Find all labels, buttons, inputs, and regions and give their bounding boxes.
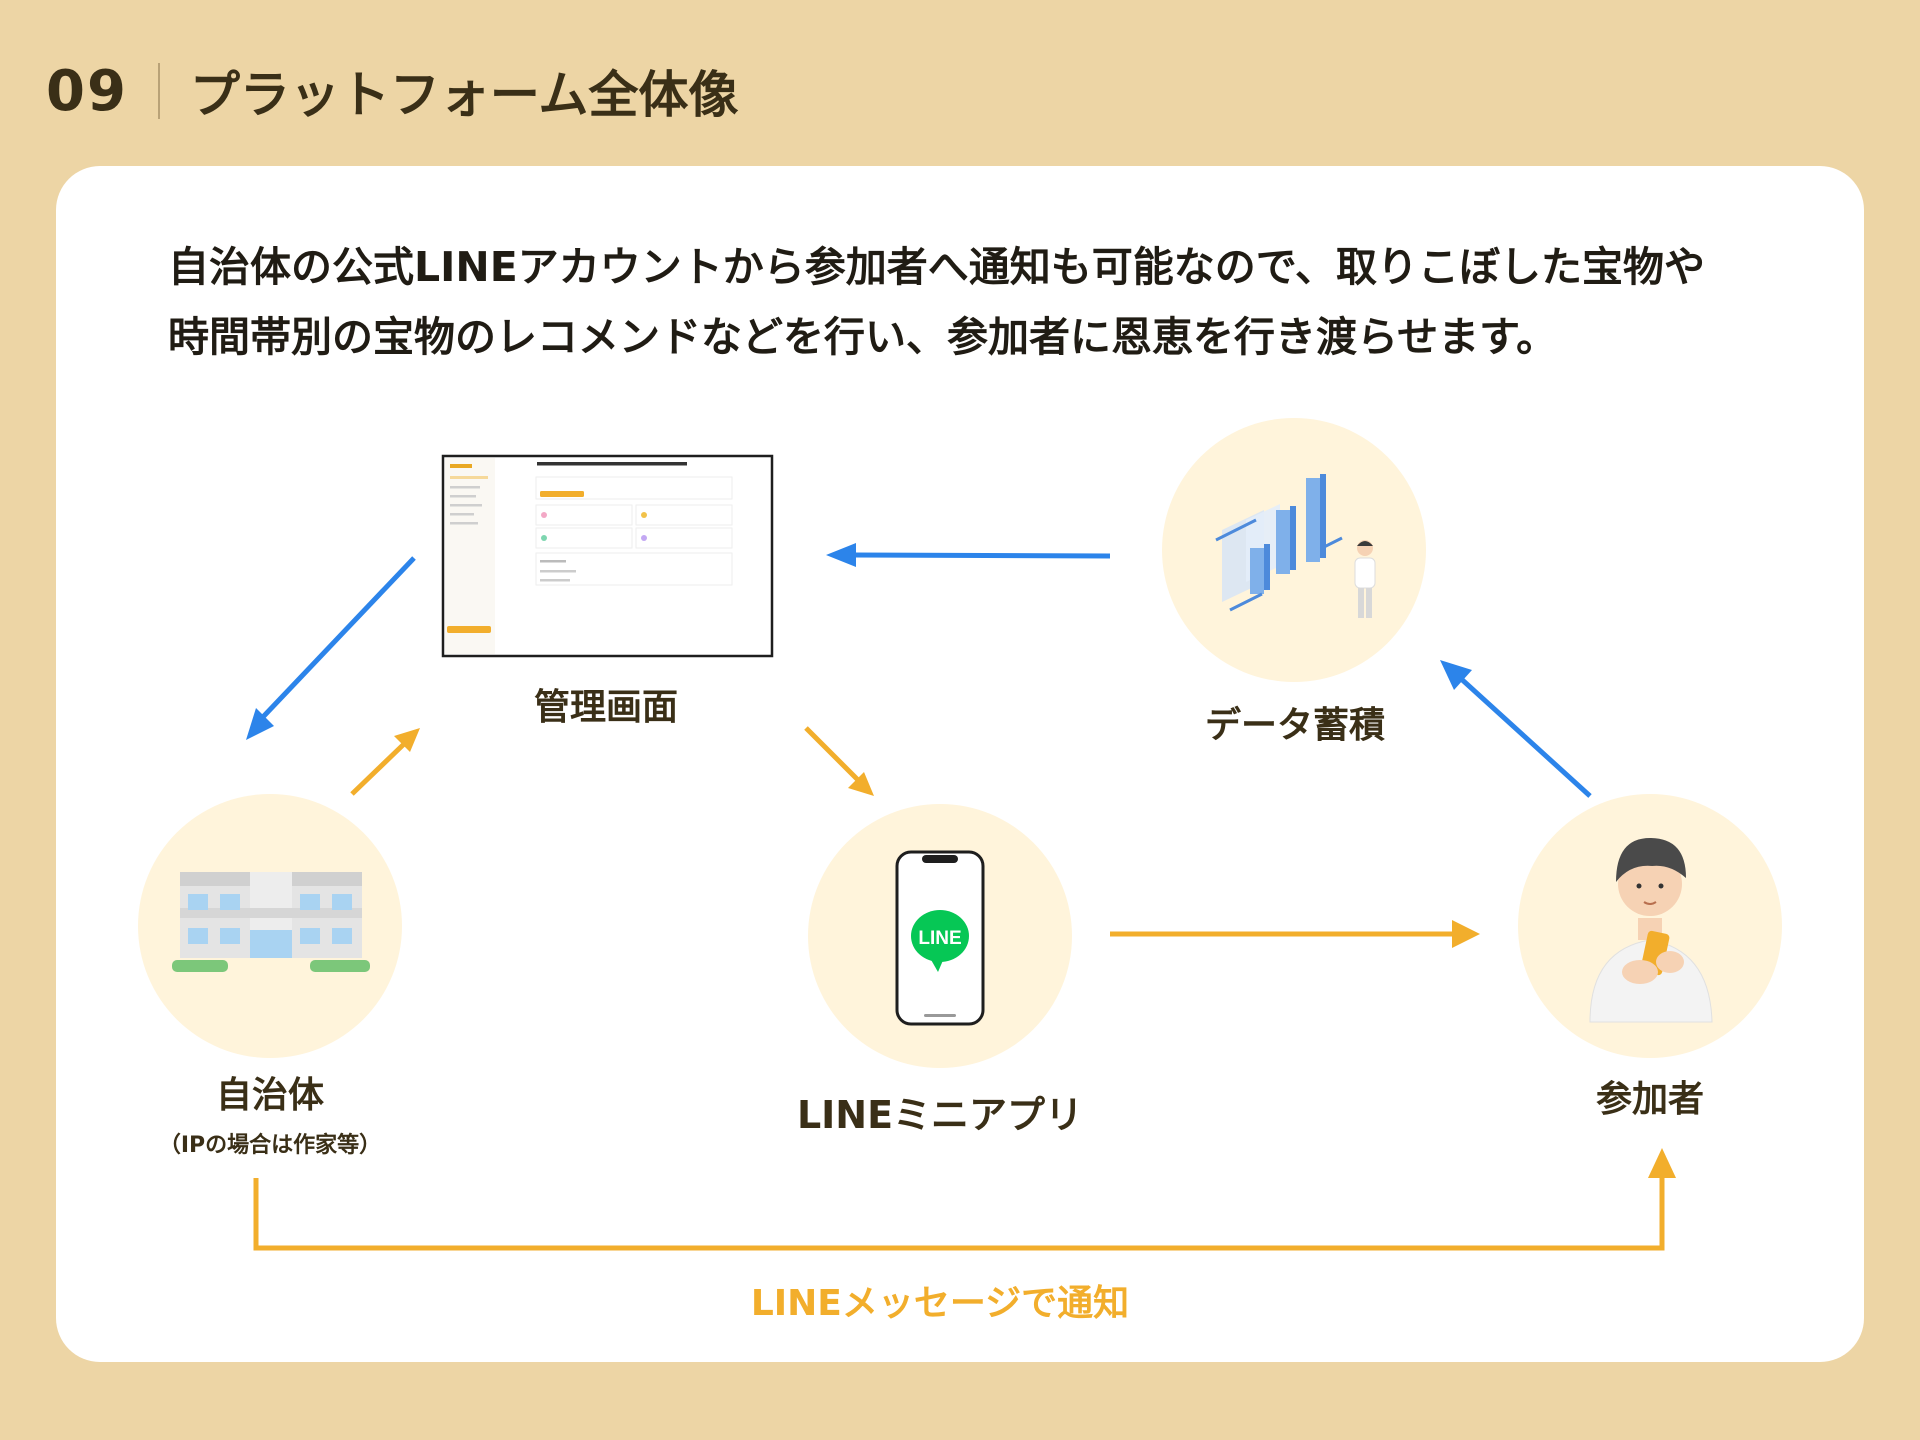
- participant-label: 参加者: [1595, 1079, 1704, 1120]
- admin-dashboard-screenshot: [441, 454, 774, 658]
- intro-line-1: 自治体の公式LINEアカウントから参加者へ通知も可能なので、取りこぼした宝物や: [168, 243, 1706, 291]
- data-label: データ蓄積: [1204, 705, 1385, 746]
- section-number: 09: [46, 58, 128, 124]
- municipality-label: 自治体: [215, 1075, 324, 1116]
- participant-person-icon: [1589, 838, 1713, 1023]
- content-card: [56, 166, 1864, 1362]
- slide-title: プラットフォーム全体像: [189, 66, 739, 124]
- header-divider: [157, 63, 160, 119]
- arrow-data-to-admin: [826, 543, 1111, 567]
- arrow-line-message-notification: [253, 1148, 1676, 1251]
- arrow-admin-to-miniapp: [804, 726, 874, 796]
- intro-text: 自治体の公式LINEアカウントから参加者へ通知も可能なので、取りこぼした宝物や …: [168, 232, 1808, 372]
- municipality-sublabel: （IPの場合は作家等）: [158, 1133, 382, 1158]
- line-logo-icon: LINE: [911, 910, 969, 972]
- miniapp-label: LINEミニアプリ: [796, 1093, 1084, 1137]
- arrow-municipality-to-admin: [350, 728, 420, 796]
- municipality-building-icon: [172, 872, 370, 972]
- notify-label: LINEメッセージで通知: [750, 1283, 1130, 1324]
- arrow-admin-to-municipality: [246, 556, 416, 740]
- line-logo-text: LINE: [918, 928, 961, 949]
- arrow-participant-to-data: [1440, 660, 1592, 798]
- data-chart-illustration: [1215, 474, 1376, 618]
- admin-label: 管理画面: [533, 687, 678, 728]
- intro-line-2: 時間帯別の宝物のレコメンドなどを行い、参加者に恩恵を行き渡らせます。: [168, 313, 1558, 361]
- slide-header: 09 プラットフォーム全体像: [46, 56, 738, 126]
- arrow-miniapp-to-participant: [1110, 920, 1480, 948]
